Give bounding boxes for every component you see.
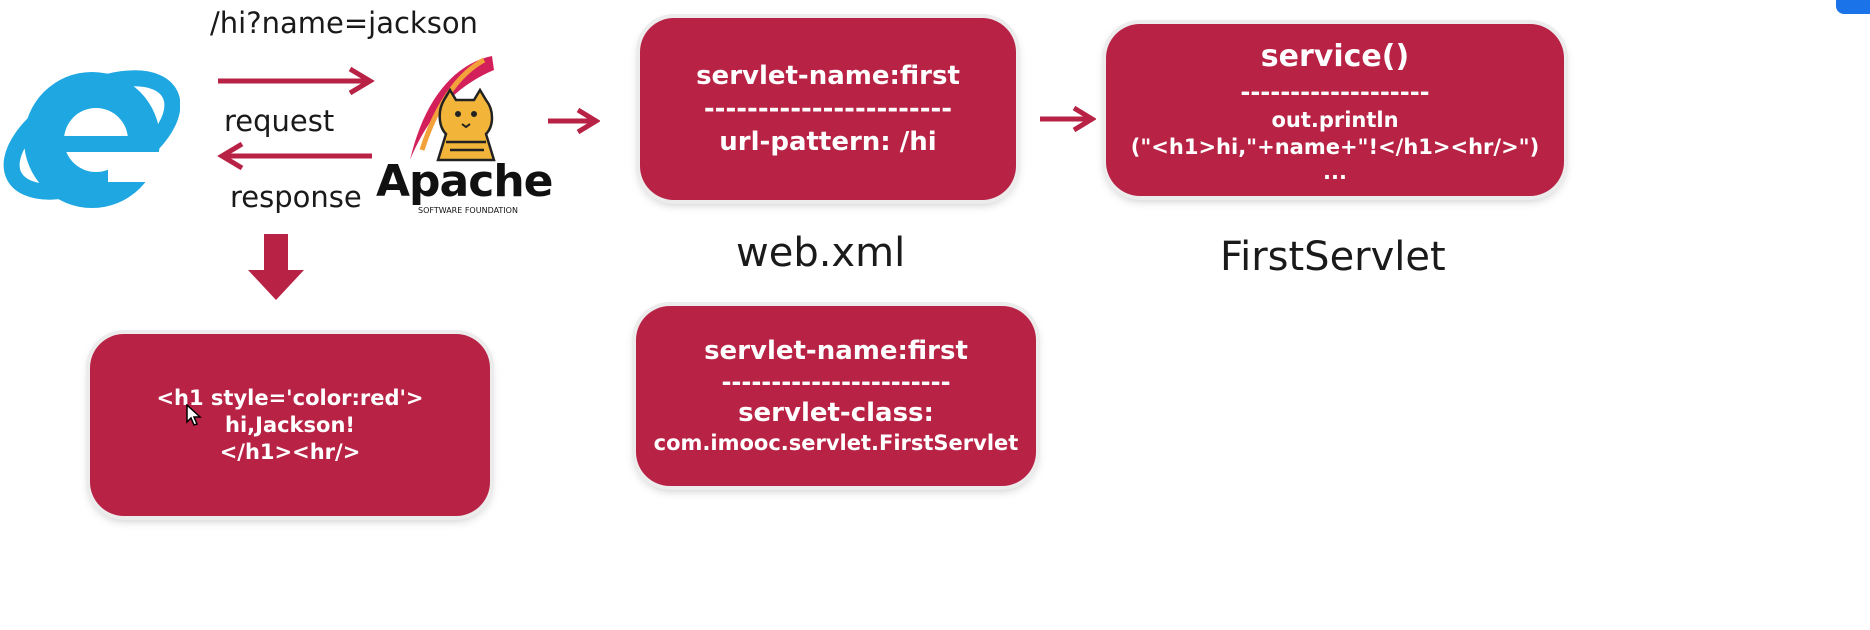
output-line: </h1><hr/> — [219, 439, 361, 464]
code-line: out.println — [1271, 108, 1399, 132]
code-line: ... — [1323, 160, 1347, 184]
down-arrow — [248, 234, 304, 300]
servlet-name-text: servlet-name:first — [704, 336, 968, 366]
servlet-name-text: servlet-name:first — [696, 60, 960, 91]
html-output-box: <h1 style='color:red'> hi,Jackson! </h1>… — [90, 334, 490, 516]
apache-logo-text: Apache — [376, 156, 553, 207]
request-url: /hi?name=jackson — [210, 6, 478, 40]
corner-button[interactable] — [1836, 0, 1870, 14]
servlet-class-value: com.imooc.servlet.FirstServlet — [653, 431, 1019, 455]
divider: ----------------------- — [721, 368, 951, 396]
output-line: hi,Jackson! — [225, 412, 355, 437]
response-arrow — [217, 141, 372, 171]
servlet-caption: FirstServlet — [1220, 234, 1446, 280]
webxml-caption: web.xml — [736, 230, 906, 276]
code-line: ("<h1>hi,"+name+"!</h1><hr/>") — [1130, 135, 1540, 159]
output-line: <h1 style='color:red'> — [156, 385, 424, 410]
webxml-mapping-box: servlet-name:first ---------------------… — [640, 18, 1016, 200]
divider: ----------------------- — [703, 93, 953, 124]
internet-explorer-icon — [3, 70, 180, 208]
servlet-class-label: servlet-class: — [738, 398, 934, 428]
url-pattern-text: url-pattern: /hi — [719, 126, 937, 157]
arrow-to-webxml — [548, 107, 600, 135]
servlet-service-box: service() ------------------- out.printl… — [1106, 24, 1564, 196]
apache-tomcat-logo: Apache SOFTWARE FOUNDATION — [374, 50, 553, 215]
arrow-to-servlet — [1040, 105, 1096, 133]
apache-logo-subtext: SOFTWARE FOUNDATION — [418, 206, 518, 215]
tomcat-feather-icon — [410, 56, 496, 162]
mouse-cursor-icon — [186, 404, 202, 426]
request-arrow — [218, 66, 375, 96]
divider: ------------------- — [1240, 78, 1430, 106]
webxml-servlet-box: servlet-name:first ---------------------… — [636, 306, 1036, 486]
service-method-title: service() — [1260, 39, 1410, 74]
response-label: response — [230, 180, 362, 214]
request-label: request — [224, 104, 335, 138]
